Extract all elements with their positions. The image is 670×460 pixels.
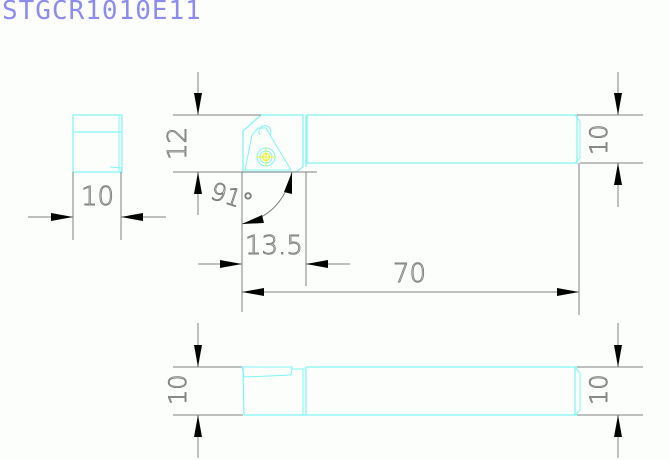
head-length-dim: 13.5 [245, 231, 303, 261]
head-height-dim: 12 [163, 127, 193, 160]
part-number-title: STGCR1010E11 [2, 0, 202, 26]
shank-height-dim: 10 [585, 124, 613, 155]
top-view [173, 72, 643, 315]
end-view-width-dim: 10 [81, 182, 114, 212]
overall-length-dim: 70 [393, 259, 426, 289]
side-left-height-dim: 10 [164, 374, 192, 405]
side-right-height-dim: 10 [585, 374, 613, 405]
side-view [173, 323, 643, 458]
end-view [28, 114, 166, 240]
angle-dim: 91° [207, 177, 256, 217]
